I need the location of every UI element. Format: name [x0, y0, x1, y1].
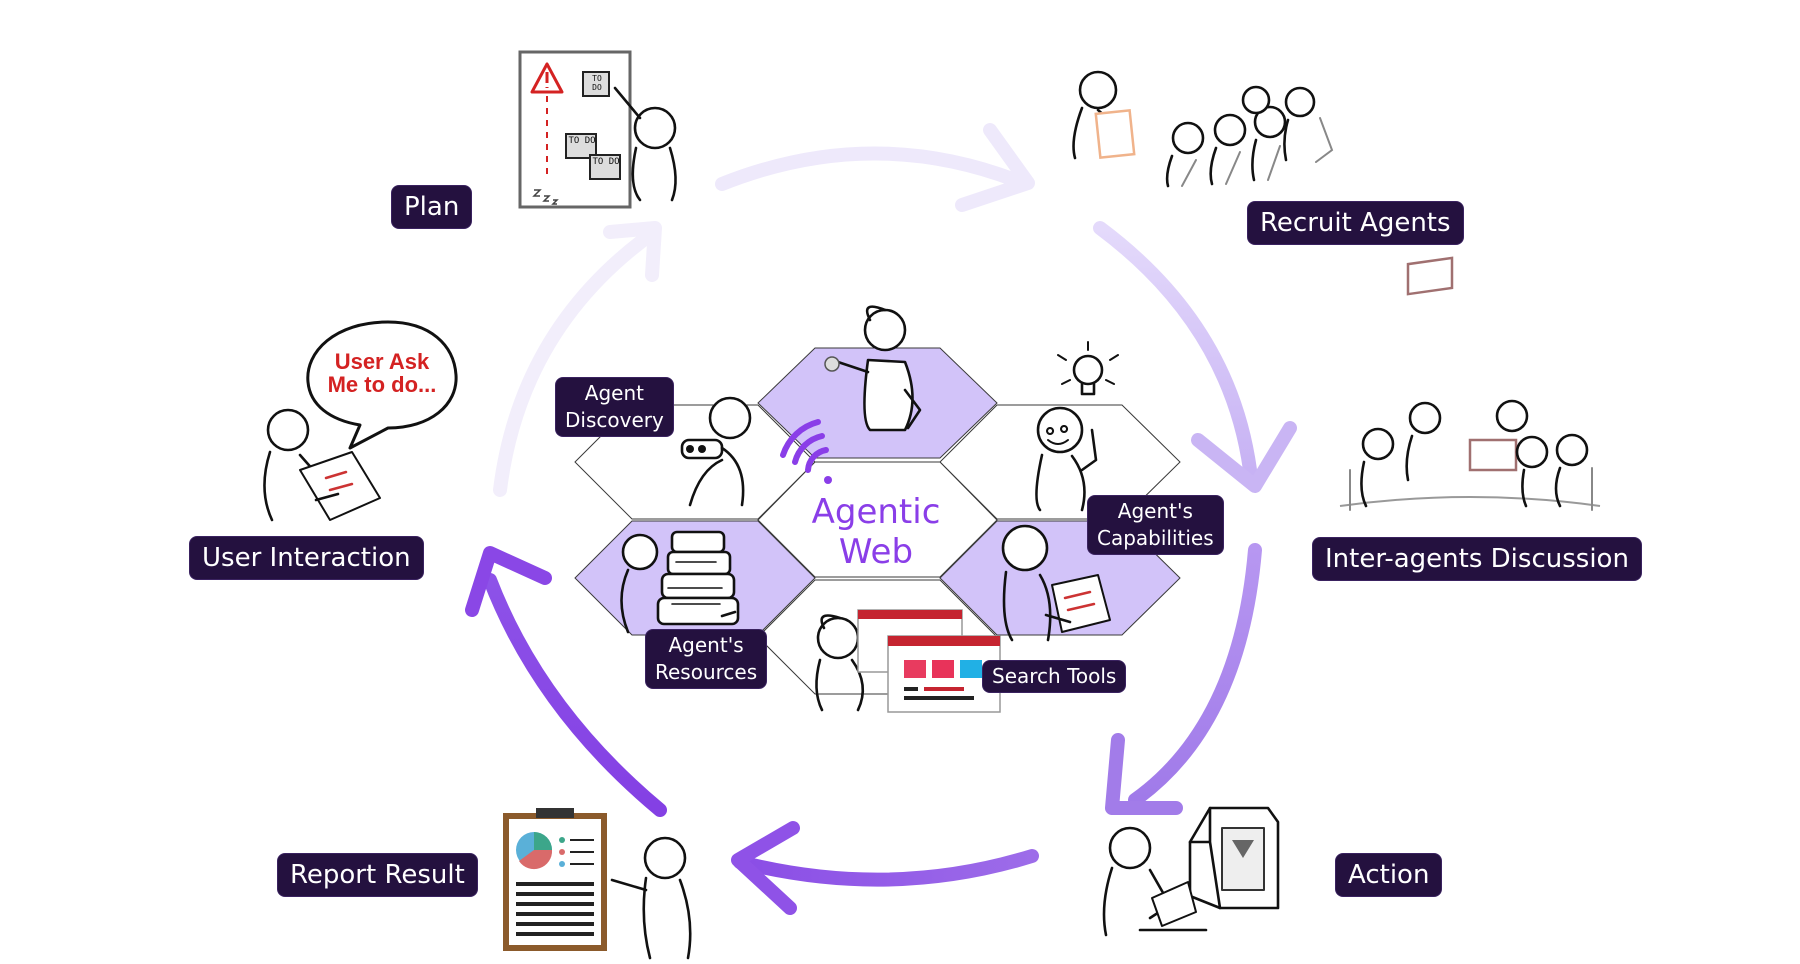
hex-label-agent-discovery-line-1: Agent	[584, 381, 644, 405]
stage-label-user-interaction: User Interaction	[190, 537, 423, 579]
center-title-line-2: Web	[838, 532, 914, 572]
speech-line-2: Me to do...	[327, 372, 437, 397]
hex-label-agents-resources-line-1: Agent's	[668, 633, 744, 657]
stage-label-report-result: Report Result	[278, 854, 477, 896]
discussion-table-icon	[1339, 256, 1601, 511]
plan-board-icon	[518, 50, 677, 209]
hex-label-agents-capabilities: Agent's Capabilities	[1088, 496, 1223, 554]
report-clipboard-icon	[503, 808, 692, 960]
action-3d-printer-icon	[1102, 806, 1280, 937]
hex-label-agents-resources: Agent's Resources	[646, 630, 767, 688]
thinking-person-icon	[824, 305, 922, 432]
stage-label-plan: Plan	[392, 186, 472, 228]
stage-label-inter-agents-discussion: Inter-agents Discussion	[1313, 538, 1641, 580]
hex-label-agents-capabilities-line-2: Capabilities	[1097, 526, 1214, 550]
hex-label-agent-discovery: Agent Discovery	[556, 378, 673, 436]
clipboard-person-icon	[1001, 524, 1111, 642]
confused-person-icon	[815, 614, 865, 712]
todo-note: TO DO	[568, 136, 596, 146]
stage-label-recruit-agents: Recruit Agents	[1248, 202, 1463, 244]
user-speech-bubble	[306, 320, 458, 450]
todo-note: TO DO	[592, 74, 602, 92]
resources-person-icon	[620, 530, 740, 634]
center-title: Agentic Web	[776, 492, 976, 572]
browser-windows-icon	[857, 609, 1001, 713]
cycle-arrow-report-to-user	[465, 546, 667, 817]
idea-person-icon	[1035, 341, 1119, 512]
hex-label-agents-capabilities-line-1: Agent's	[1117, 499, 1193, 523]
recruit-agents-icon	[1072, 70, 1334, 188]
cycle-arrow-user-to-plan	[493, 221, 662, 497]
hex-center	[757, 461, 998, 578]
todo-note: TO DO	[592, 157, 620, 167]
cycle-arrow-recruit-to-discussion	[1093, 221, 1297, 493]
stage-label-action: Action	[1336, 854, 1442, 896]
hex-label-agents-resources-line-2: Resources	[655, 660, 758, 684]
binoculars-person-icon	[680, 396, 752, 507]
cycle-arrow-plan-to-recruit	[715, 123, 1035, 212]
hex-right-upper	[939, 404, 1181, 520]
user-person-icon	[263, 408, 381, 522]
wifi-icon	[780, 419, 832, 484]
hex-label-search-tools: Search Tools	[983, 661, 1126, 692]
cycle-arrow-action-to-report	[731, 821, 1039, 915]
center-title-line-1: Agentic	[811, 492, 941, 532]
speech-line-1: User Ask	[334, 349, 430, 374]
cycle-arrow-discussion-to-action	[1105, 543, 1262, 815]
speech-bubble-text: User Ask Me to do...	[307, 350, 457, 396]
hex-label-agent-discovery-line-2: Discovery	[565, 408, 664, 432]
